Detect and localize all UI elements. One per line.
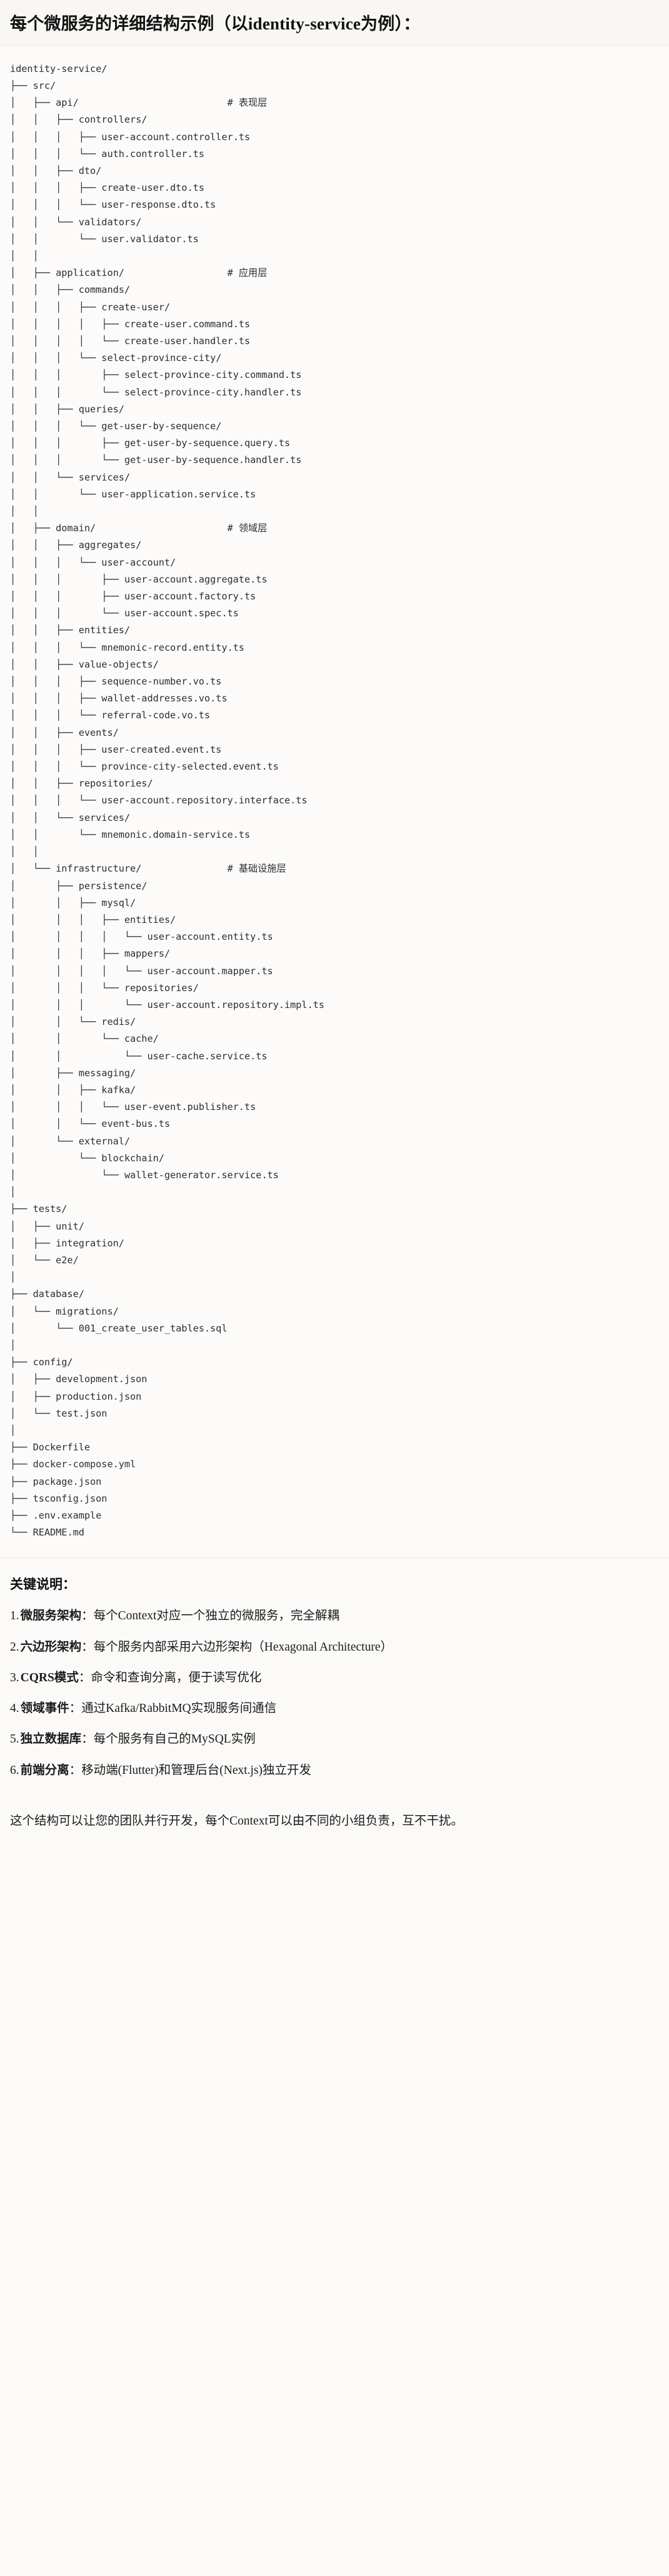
key-note-index: 3.	[10, 1671, 19, 1684]
closing-paragraph: 这个结构可以让您的团队并行开发，每个Context可以由不同的小组负责，互不干扰…	[10, 1814, 463, 1828]
key-note-item: 4.领域事件：通过Kafka/RabbitMQ实现服务间通信	[10, 1699, 659, 1718]
key-note-text: ：命令和查询分离，便于读写优化	[78, 1671, 262, 1684]
key-note-item: 5.独立数据库：每个服务有自己的MySQL实例	[10, 1730, 659, 1748]
key-note-text: ：每个Context对应一个独立的微服务，完全解耦	[81, 1609, 340, 1623]
key-note-term: 领域事件	[20, 1702, 69, 1716]
key-note-term: 微服务架构	[20, 1609, 82, 1623]
key-note-text: ：通过Kafka/RabbitMQ实现服务间通信	[69, 1702, 277, 1716]
page-root: 每个微服务的详细结构示例（以identity-service为例）： ident…	[0, 0, 669, 1828]
key-note-text: ：每个服务内部采用六边形架构（Hexagonal Architecture）	[81, 1640, 393, 1654]
key-note-term: 六边形架构	[20, 1640, 82, 1654]
key-note-index: 6.	[10, 1763, 19, 1777]
key-note-index: 1.	[10, 1609, 19, 1623]
key-note-index: 2.	[10, 1640, 19, 1654]
key-note-item: 3.CQRS模式：命令和查询分离，便于读写优化	[10, 1669, 659, 1687]
key-note-term: 前端分离	[20, 1763, 69, 1777]
key-note-text: ：每个服务有自己的MySQL实例	[81, 1733, 256, 1746]
key-note-item: 1.微服务架构：每个Context对应一个独立的微服务，完全解耦	[10, 1607, 659, 1625]
key-note-index: 4.	[10, 1702, 19, 1716]
key-note-item: 6.前端分离：移动端(Flutter)和管理后台(Next.js)独立开发	[10, 1761, 659, 1779]
key-note-item: 2.六边形架构：每个服务内部采用六边形架构（Hexagonal Architec…	[10, 1638, 659, 1656]
directory-tree: identity-service/ ├── src/ │ ├── api/ # …	[10, 61, 659, 1542]
key-note-term: 独立数据库	[20, 1733, 82, 1746]
key-note-term: CQRS模式	[20, 1671, 79, 1684]
key-note-text: ：移动端(Flutter)和管理后台(Next.js)独立开发	[69, 1763, 311, 1777]
page-header: 每个微服务的详细结构示例（以identity-service为例）：	[0, 0, 669, 46]
key-notes-heading: 关键说明：	[10, 1577, 76, 1592]
key-note-index: 5.	[10, 1733, 19, 1746]
directory-tree-code: identity-service/ ├── src/ │ ├── api/ # …	[10, 63, 324, 1539]
page-title: 每个微服务的详细结构示例（以identity-service为例）：	[10, 14, 421, 33]
directory-tree-block: identity-service/ ├── src/ │ ├── api/ # …	[0, 45, 669, 1559]
key-notes-section: 关键说明： 1.微服务架构：每个Context对应一个独立的微服务，完全解耦 2.…	[0, 1558, 669, 1798]
